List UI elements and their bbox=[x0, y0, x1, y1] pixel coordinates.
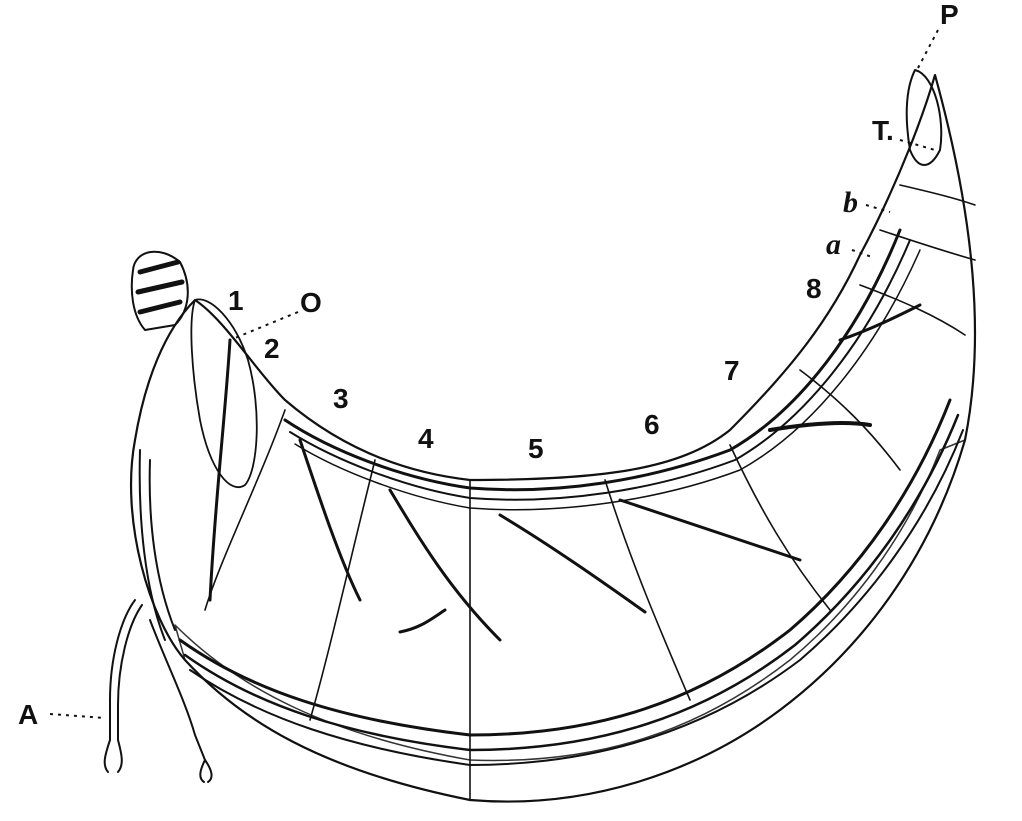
label-segment-1: 1 bbox=[228, 285, 244, 316]
label-segment-8: 8 bbox=[806, 273, 822, 304]
internal-muscles bbox=[208, 303, 922, 642]
dorsal-muscle-bands bbox=[283, 228, 921, 511]
labels: P T. b a O A 1 2 3 4 5 6 7 8 bbox=[18, 0, 959, 730]
label-segment-5: 5 bbox=[528, 433, 544, 464]
label-T: T. bbox=[872, 115, 894, 146]
label-A: A bbox=[18, 699, 38, 730]
label-b: b bbox=[843, 186, 858, 219]
label-O: O bbox=[300, 287, 322, 318]
label-P: P bbox=[940, 0, 959, 30]
label-segment-4: 4 bbox=[418, 423, 434, 454]
label-segment-7: 7 bbox=[724, 355, 740, 386]
ventral-muscle-bands bbox=[138, 398, 964, 766]
leader-lines bbox=[49, 29, 939, 719]
label-segment-6: 6 bbox=[644, 409, 660, 440]
body-outline bbox=[129, 69, 977, 803]
label-segment-3: 3 bbox=[333, 383, 349, 414]
label-a: a bbox=[826, 228, 841, 261]
legs bbox=[103, 599, 213, 783]
label-segment-2: 2 bbox=[264, 333, 280, 364]
